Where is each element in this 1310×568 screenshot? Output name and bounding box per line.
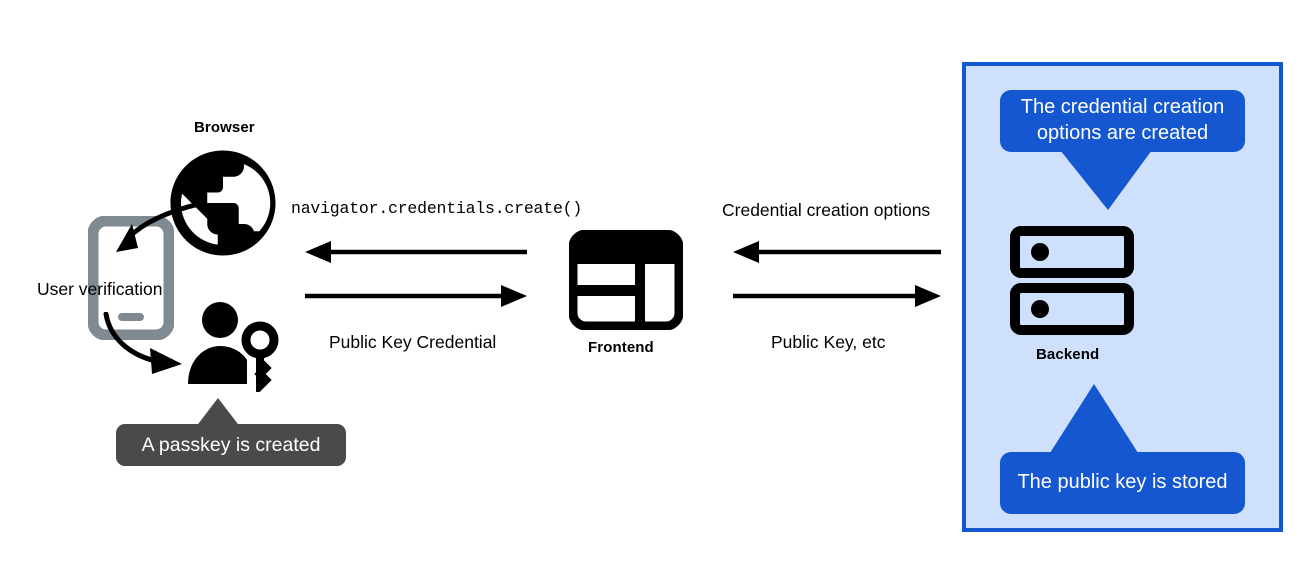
frontend-label: Frontend bbox=[588, 339, 654, 356]
flow-frontend-backend-top-label: Credential creation options bbox=[722, 200, 931, 220]
passkey-created-callout-text: A passkey is created bbox=[141, 433, 321, 456]
browser-to-device-arrow bbox=[116, 201, 202, 252]
server-icon bbox=[1010, 226, 1134, 335]
flow-frontend-backend-bottom-arrow bbox=[733, 285, 941, 307]
flow-frontend-backend-top-arrow bbox=[733, 241, 941, 263]
passkey-created-callout-pointer bbox=[192, 398, 244, 432]
globe-icon bbox=[170, 150, 276, 256]
user-verification-label: User verification bbox=[37, 279, 163, 299]
flow-frontend-backend-bottom-label: Public Key, etc bbox=[771, 332, 886, 352]
public-key-stored-callout-pointer bbox=[1048, 384, 1140, 456]
flow-browser-frontend-top-label: navigator.credentials.create() bbox=[291, 199, 583, 218]
credential-options-callout-pointer bbox=[1060, 150, 1152, 210]
smartphone-icon bbox=[88, 216, 174, 340]
credential-options-callout-text: The credential creation options are crea… bbox=[1020, 96, 1225, 144]
public-key-stored-callout-text: The public key is stored bbox=[1017, 471, 1228, 494]
passkey-created-callout: A passkey is created bbox=[116, 424, 346, 466]
flow-browser-frontend-bottom-arrow bbox=[305, 285, 527, 307]
browser-layout-icon bbox=[569, 230, 683, 330]
person-with-key-icon bbox=[188, 302, 279, 392]
credential-options-callout: The credential creation options are crea… bbox=[1000, 90, 1245, 152]
public-key-stored-callout: The public key is stored bbox=[1000, 452, 1245, 514]
flow-browser-frontend-bottom-label: Public Key Credential bbox=[329, 332, 497, 352]
flow-browser-frontend-top-arrow bbox=[305, 241, 527, 263]
backend-label: Backend bbox=[1036, 346, 1100, 363]
browser-label: Browser bbox=[194, 119, 255, 136]
device-to-user-arrow bbox=[103, 312, 182, 374]
